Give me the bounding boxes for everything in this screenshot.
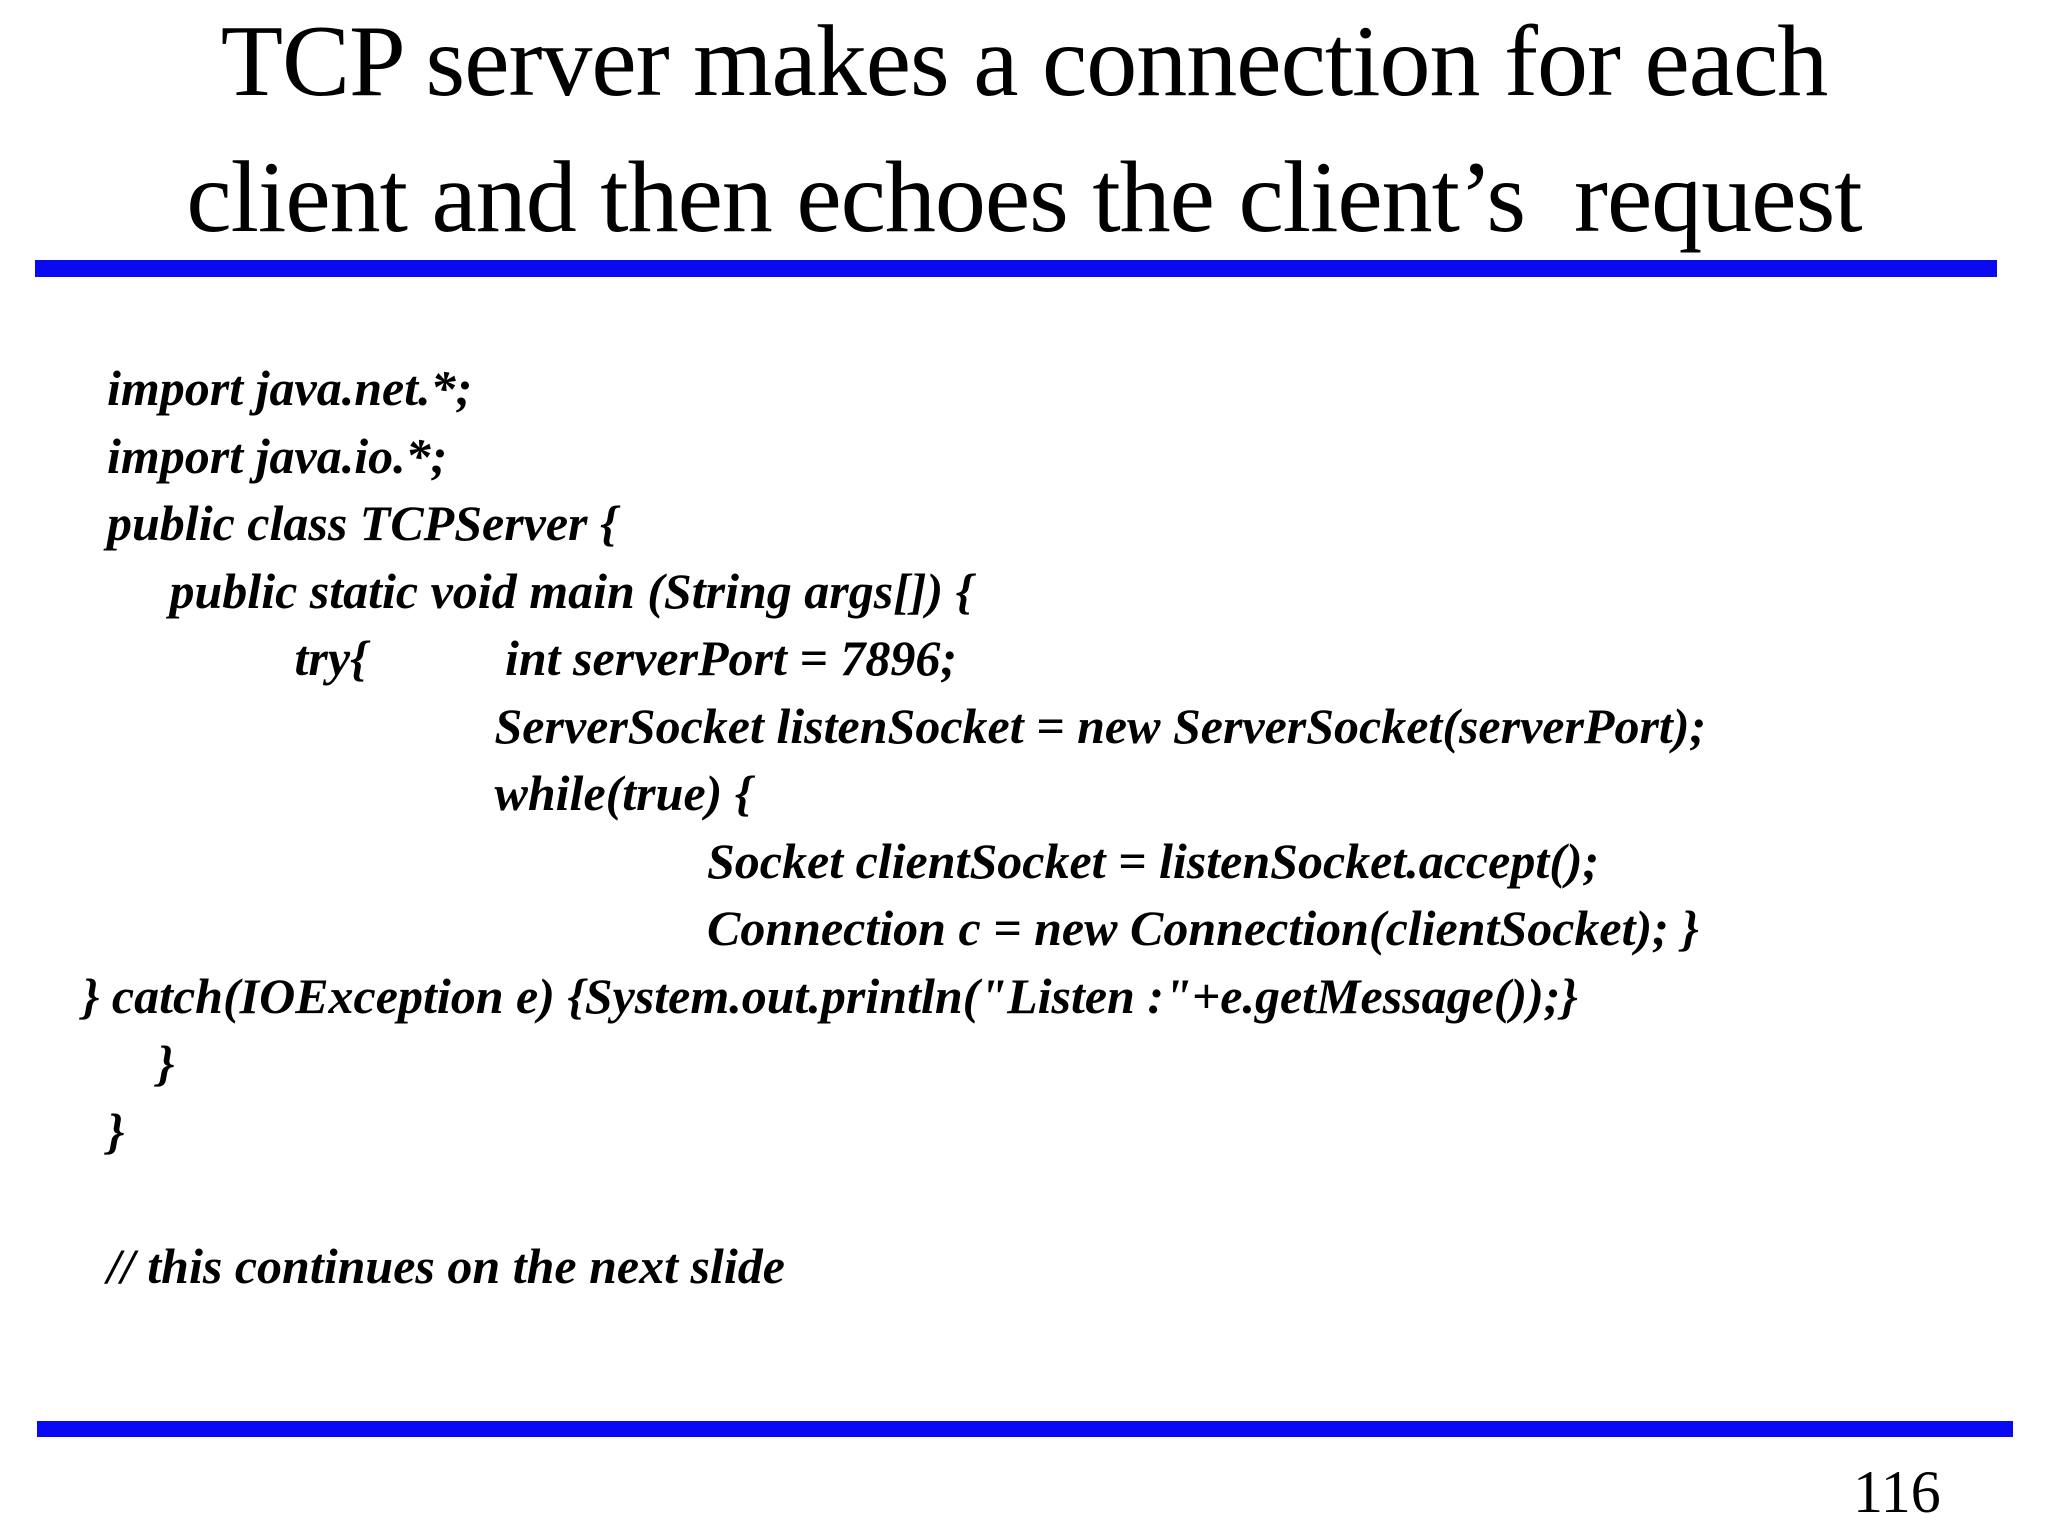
code-line: ServerSocket listenSocket = new ServerSo… <box>82 697 1707 754</box>
code-line: import java.io.*; <box>82 427 448 484</box>
footer-rule <box>37 1421 2013 1437</box>
code-line: // this continues on the next slide <box>82 1237 785 1294</box>
code-line: } <box>82 1035 175 1091</box>
slide-title: TCP server makes a connection for each c… <box>0 0 2048 266</box>
code-line: import java.net.*; <box>82 360 473 416</box>
slide-title-line1: TCP server makes a connection for each <box>220 5 1829 118</box>
code-line <box>82 1165 1706 1233</box>
code-line: Connection c = new Connection(clientSock… <box>82 900 1699 956</box>
page-number: 116 <box>1853 1459 1941 1525</box>
code-line: } catch(IOException e) {System.out.print… <box>82 967 1578 1024</box>
title-underline-rule <box>35 260 1997 277</box>
code-line: try{ int serverPort = 7896; <box>82 630 958 686</box>
code-block: import java.net.*; import java.io.*; pub… <box>82 355 1706 1300</box>
slide-title-line2: client and then echoes the client’s requ… <box>186 141 1862 254</box>
code-line: public static void main (String args[]) … <box>82 562 974 619</box>
code-line: public class TCPServer { <box>82 495 618 551</box>
code-line: } <box>82 1102 125 1159</box>
code-line: while(true) { <box>82 765 753 821</box>
code-line: Socket clientSocket = listenSocket.accep… <box>82 832 1600 889</box>
